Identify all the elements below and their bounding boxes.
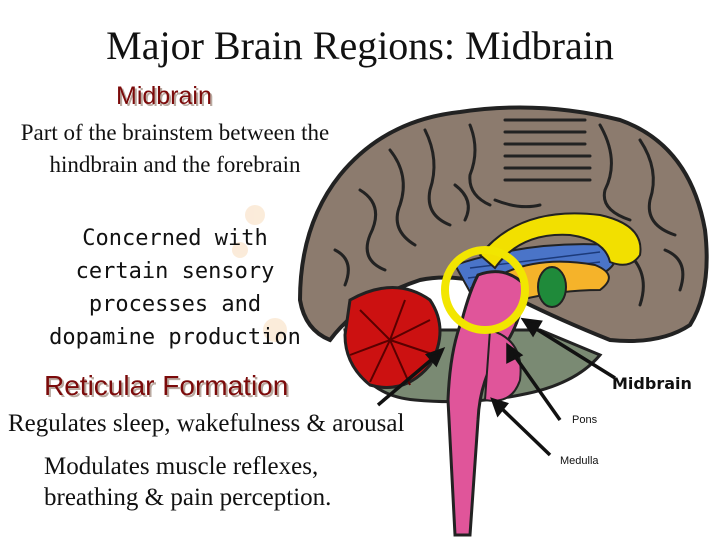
midbrain-heading: Midbrain <box>116 82 212 110</box>
midbrain-description: Part of the brainstem between the hindbr… <box>20 120 330 177</box>
diagram-label-midbrain: Midbrain <box>612 374 692 393</box>
background-decor <box>232 205 287 342</box>
reticular-formation-heading: Reticular Formation <box>44 370 289 401</box>
reticular-formation-line-2: Modulates muscle reflexes, <box>44 453 319 480</box>
reticular-formation-line-1: Regulates sleep, wakefulness & arousal <box>8 410 405 437</box>
cerebellum <box>343 286 442 389</box>
corpus-callosum <box>478 212 642 270</box>
hypothalamus <box>537 266 567 308</box>
reticular-formation-line-3: breathing & pain perception. <box>44 484 332 511</box>
brainstem <box>446 270 527 537</box>
midbrain-highlight-circle <box>441 246 529 334</box>
diagram-label-pons: Pons <box>572 414 598 426</box>
midbrain-function: Concerned with certain sensory processes… <box>49 226 301 350</box>
pointer-arrows <box>376 317 616 457</box>
slide-title: Major Brain Regions: Midbrain <box>106 23 614 68</box>
diagram-label-medulla: Medulla <box>560 455 599 467</box>
